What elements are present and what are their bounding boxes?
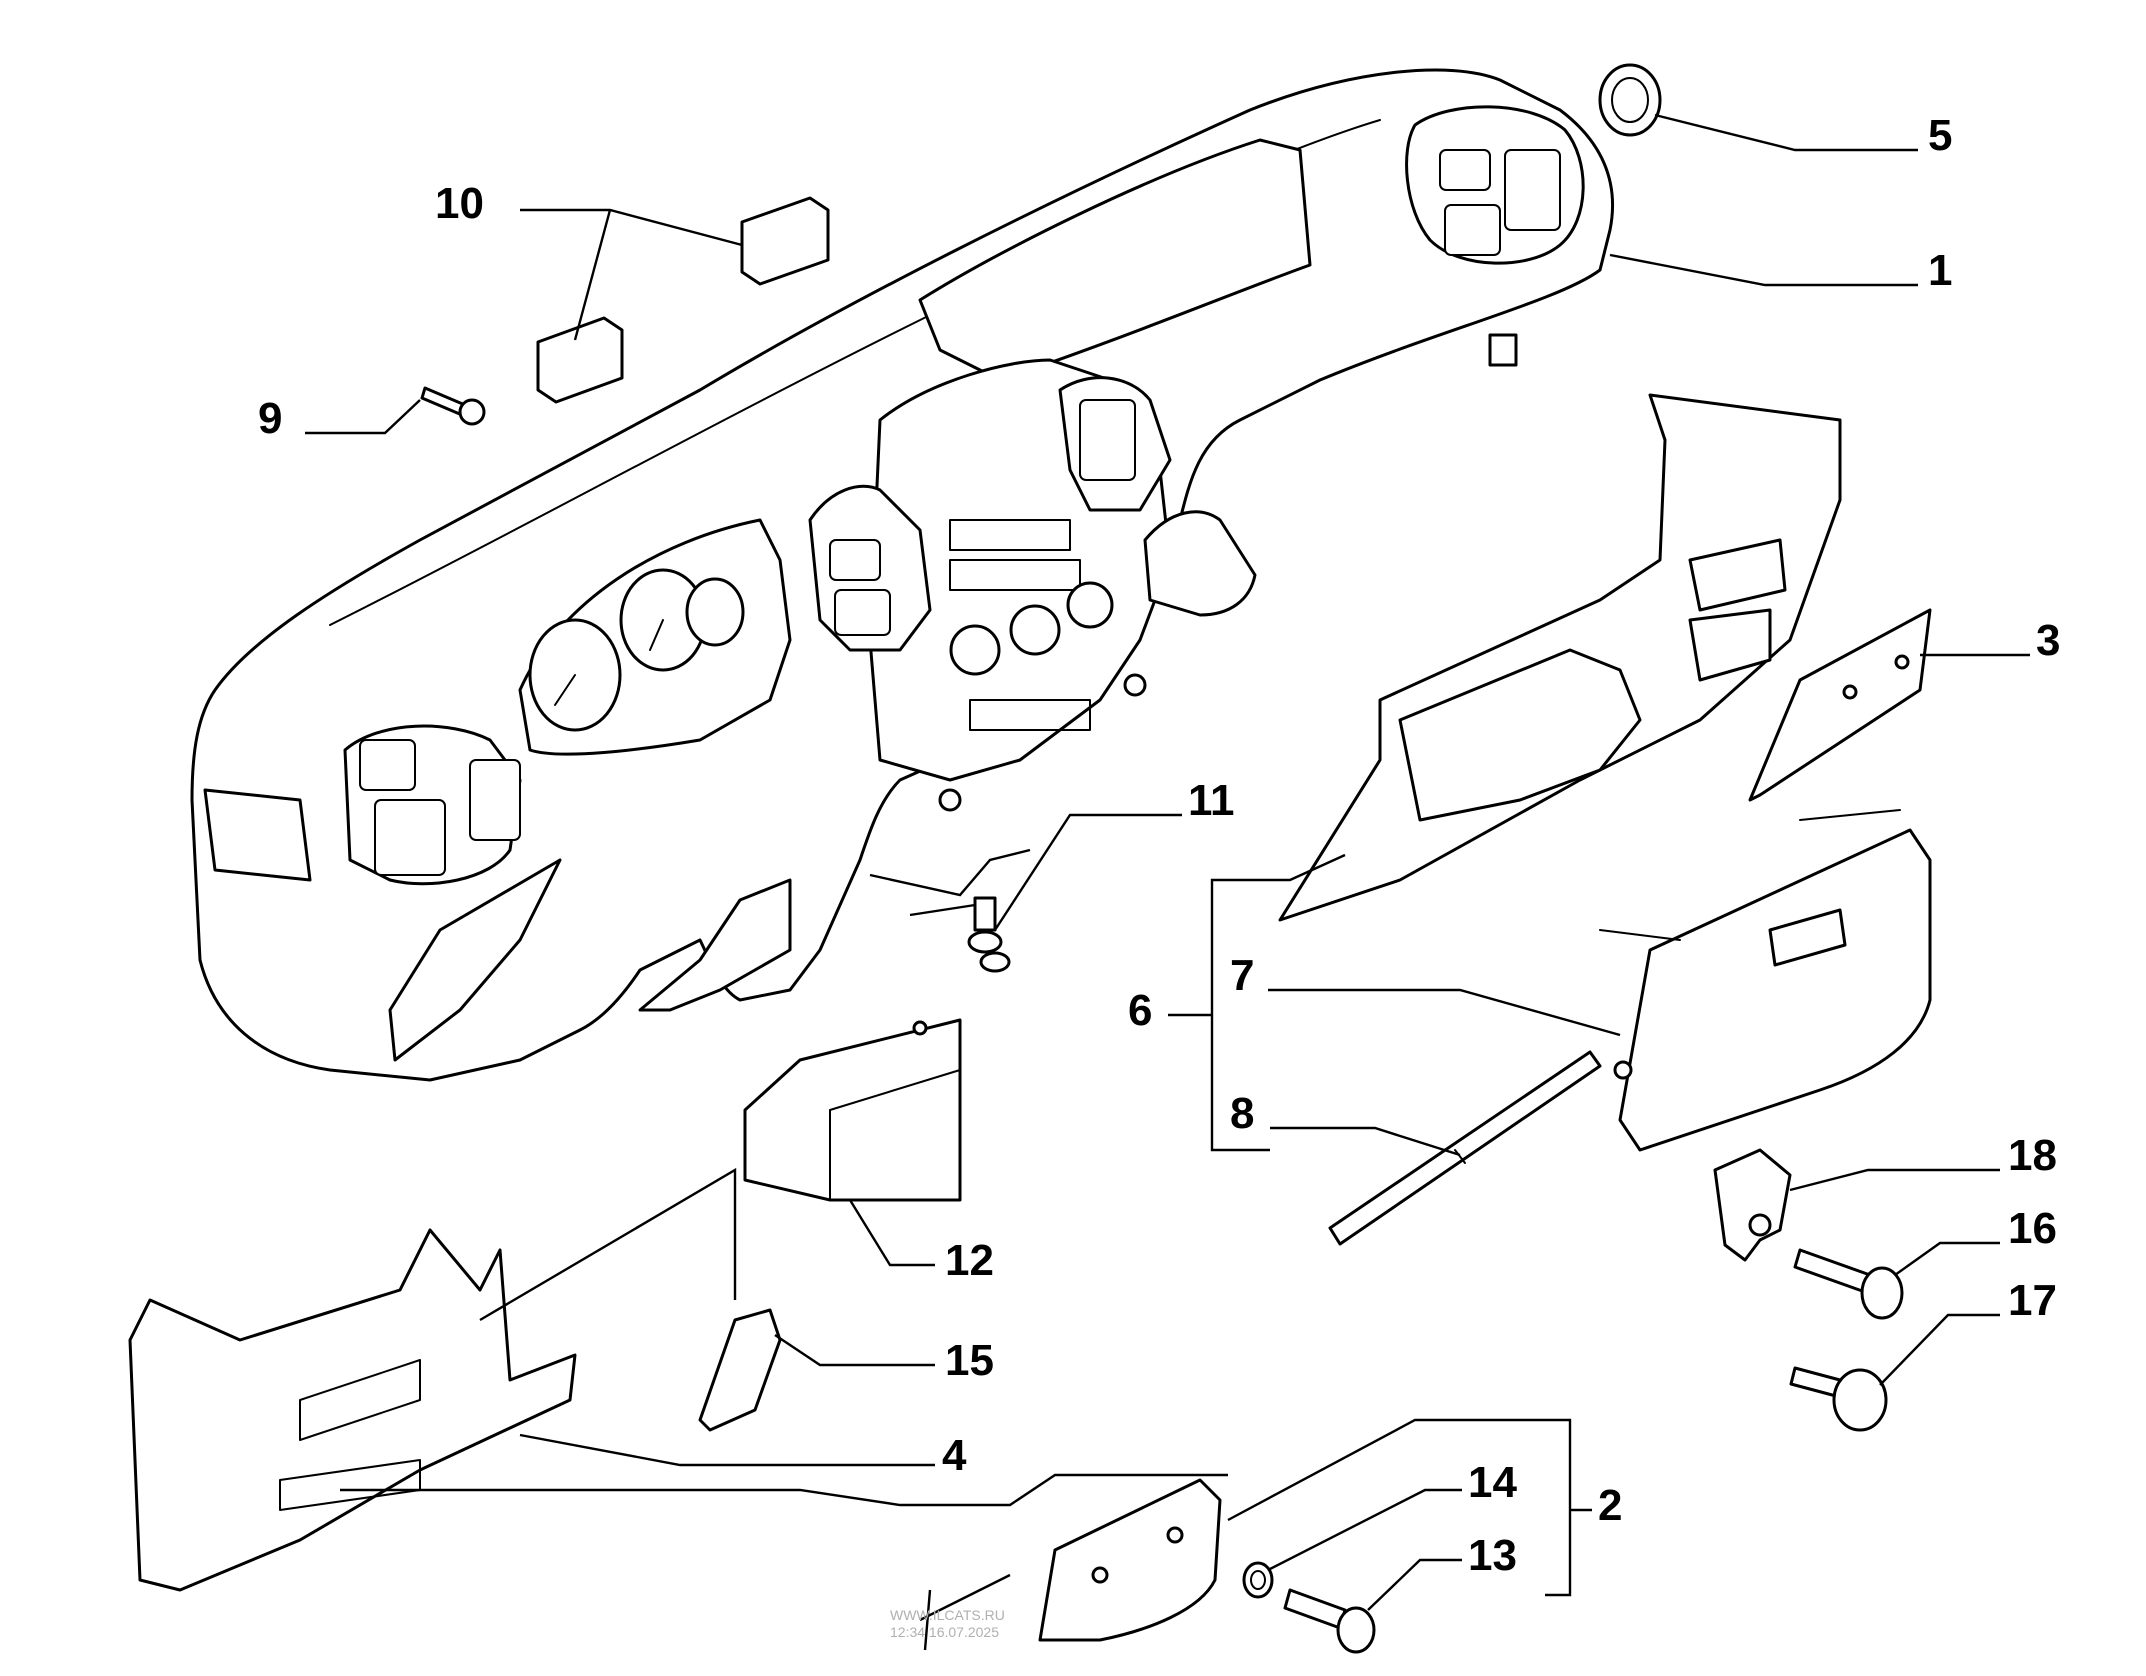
glovebox-lid-part-7[interactable] [1599,809,1932,1152]
leader-17 [1879,1313,2000,1386]
leader-10 [520,208,743,341]
callout-18: 18 [2008,1131,2057,1180]
screw-part-9[interactable] [420,386,486,426]
leader-15 [774,1334,935,1367]
callout-labels: 1 2 3 4 5 6 7 8 9 10 11 12 13 14 15 16 1… [258,111,2060,1580]
callout-10: 10 [435,179,484,228]
callout-4: 4 [942,1431,967,1480]
screw-part-16[interactable] [1793,1248,1904,1320]
watermark: WWW.ILCATS.RU 12:34 16.07.2025 [890,1607,1005,1640]
leader-7 [1268,988,1621,1037]
callout-1: 1 [1928,246,1952,295]
screw-part-17[interactable] [1789,1366,1888,1432]
latch-part-18[interactable] [1713,1148,1792,1262]
pad-part-10[interactable] [536,196,830,404]
callout-15: 15 [945,1336,994,1385]
callout-14: 14 [1468,1458,1517,1507]
callout-12: 12 [945,1236,994,1285]
rod-part-8[interactable] [1328,1050,1602,1246]
callout-13: 13 [1468,1531,1517,1580]
leader-16 [1894,1241,2000,1276]
side-cover-part-3[interactable] [1748,608,1932,802]
small-cover-part-15[interactable] [698,1308,782,1432]
round-cover-part-5[interactable] [1598,63,1662,137]
leader-11 [993,813,1182,931]
leader-8 [1270,1126,1461,1157]
leader-9 [305,399,421,435]
callout-8: 8 [1230,1089,1254,1138]
callout-3: 3 [2036,616,2060,665]
bracket-box-part-12[interactable] [743,1018,962,1202]
leader-13 [1367,1558,1462,1611]
glovebox-frame-part-6[interactable] [1278,393,1842,922]
callout-17: 17 [2008,1276,2057,1325]
leader-14 [1267,1488,1462,1572]
dashboard-part-1[interactable] [190,68,1615,1082]
callout-11: 11 [1188,776,1235,825]
leader-12 [848,1199,935,1267]
callout-7: 7 [1230,951,1254,1000]
callout-16: 16 [2008,1204,2057,1253]
leader-2 [1227,1418,1592,1597]
leader-6 [1168,853,1346,1152]
lower-trim-part-4[interactable] [128,1228,577,1592]
leader-5 [1654,113,1918,152]
leader-1 [1609,253,1918,287]
panel-part-2[interactable] [1038,1478,1222,1642]
watermark-timestamp: 12:34 16.07.2025 [890,1624,999,1640]
callout-6: 6 [1128,986,1152,1035]
callout-2: 2 [1598,1481,1622,1530]
leader-cut [869,848,1031,917]
leader-misc [919,1573,1011,1651]
watermark-site: WWW.ILCATS.RU [890,1607,1005,1623]
callout-5: 5 [1928,111,1952,160]
leader-4 [340,1167,1228,1507]
bolt-part-11[interactable] [967,896,1011,973]
leader-lines [305,113,2030,1651]
callout-9: 9 [258,394,282,443]
screw-part-13[interactable] [1283,1588,1376,1654]
washer-part-14[interactable] [1242,1561,1274,1599]
leader-18 [1789,1168,2000,1192]
